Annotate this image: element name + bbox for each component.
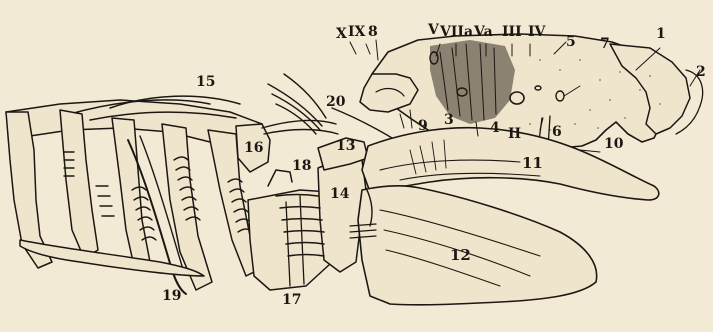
label-roman-IV: IV <box>528 24 547 40</box>
label-18: 18 <box>292 158 311 174</box>
label-17: 17 <box>282 292 301 308</box>
label-roman-Va: Va <box>473 24 493 40</box>
label-roman-II: II <box>508 126 521 142</box>
label-16: 16 <box>244 140 263 156</box>
label-roman-IX: IX <box>348 24 366 40</box>
label-4: 4 <box>490 120 500 136</box>
label-15: 15 <box>196 74 215 90</box>
label-19: 19 <box>162 288 181 304</box>
label-roman-V: V <box>427 22 440 38</box>
label-8: 8 <box>368 24 378 40</box>
label-10: 10 <box>604 136 624 152</box>
label-roman-X: X <box>336 26 347 42</box>
label-1: 1 <box>656 26 666 42</box>
label-5: 5 <box>566 34 576 50</box>
label-14: 14 <box>330 186 350 202</box>
label-11: 11 <box>522 154 543 172</box>
label-roman-III: III <box>502 24 522 40</box>
label-9: 9 <box>418 118 428 134</box>
mandible <box>350 186 597 305</box>
label-2: 2 <box>696 64 706 80</box>
label-6: 6 <box>552 124 562 140</box>
label-20: 20 <box>326 94 346 110</box>
cranium <box>360 34 703 148</box>
label-7: 7 <box>600 36 610 52</box>
label-3: 3 <box>444 112 454 128</box>
label-13: 13 <box>336 138 355 154</box>
label-roman-VIIa: VIIa <box>439 24 473 40</box>
label-12: 12 <box>450 246 471 264</box>
